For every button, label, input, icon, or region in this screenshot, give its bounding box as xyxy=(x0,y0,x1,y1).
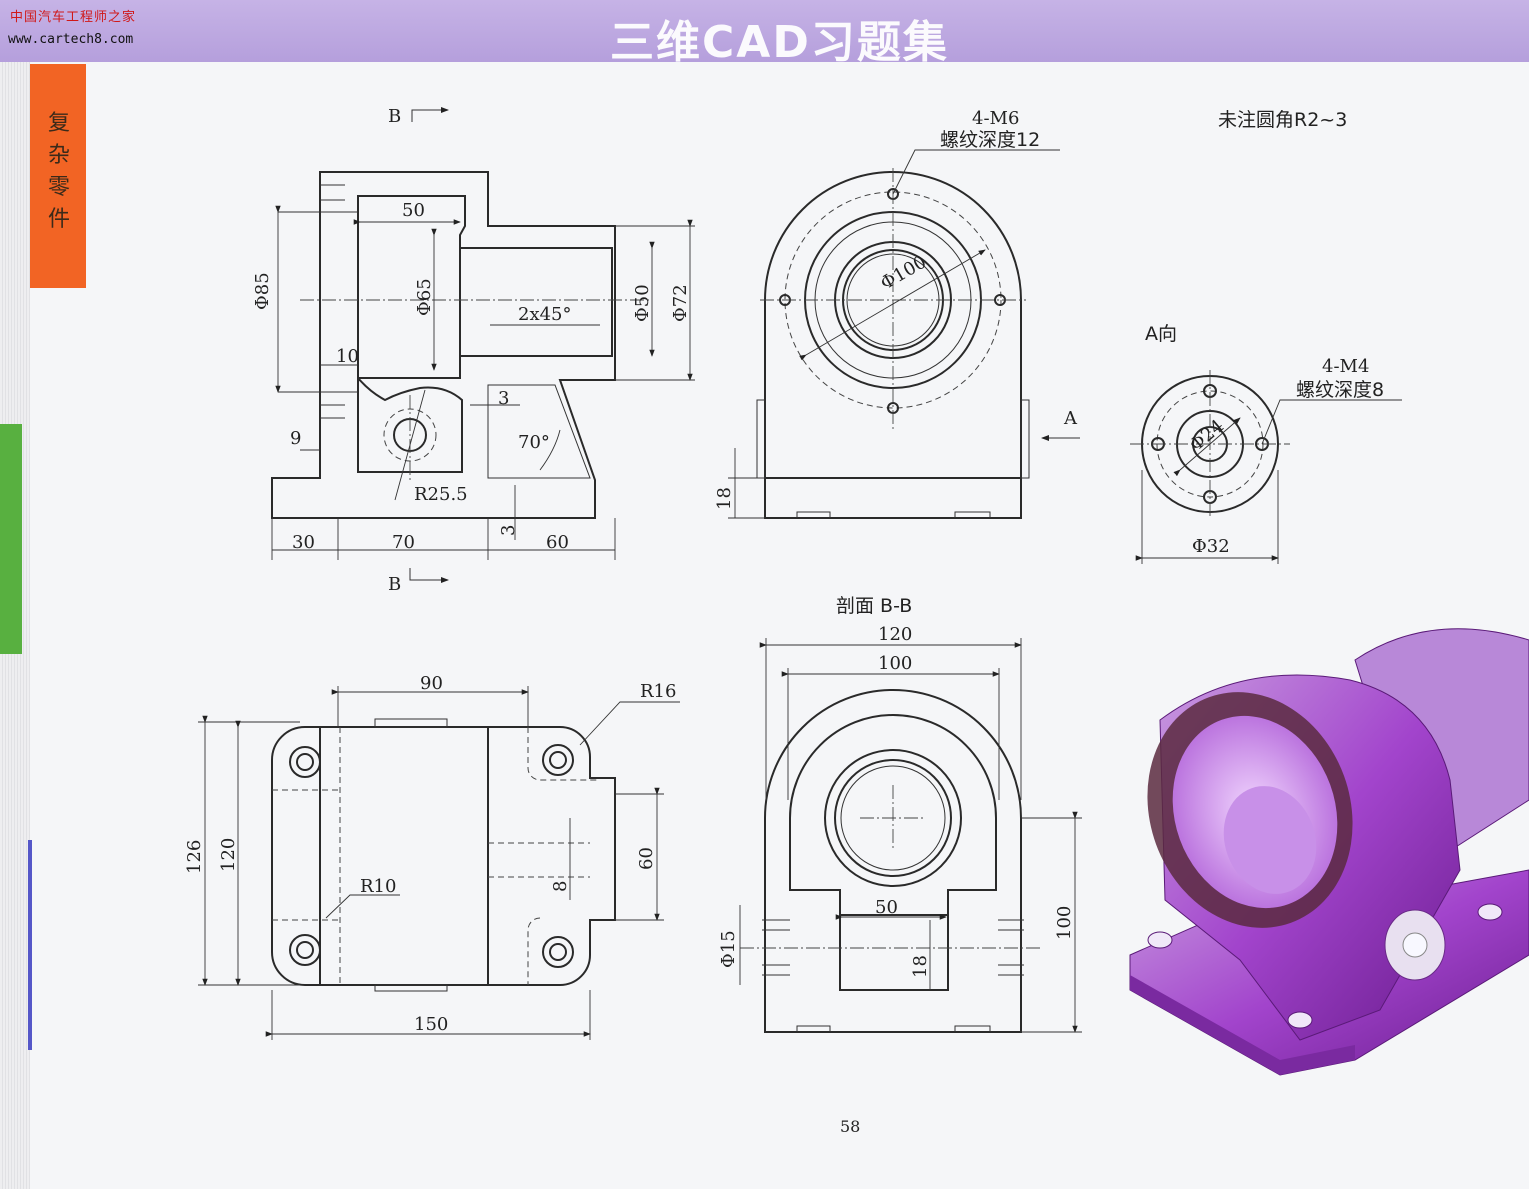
top-dim-60: 60 xyxy=(636,847,657,870)
section-dim-18: 18 xyxy=(910,955,931,978)
front-section-view: 50 Φ85 Φ65 Φ50 Φ72 2x45° 10 3 9 70° R25.… xyxy=(252,106,695,595)
front-dim-30: 30 xyxy=(292,532,315,553)
page-number: 58 xyxy=(840,1117,861,1136)
front-dim-10: 10 xyxy=(336,346,359,367)
watermark-site-name: 中国汽车工程师之家 xyxy=(10,10,137,25)
top-dim-150: 150 xyxy=(414,1014,448,1035)
side-arrow-label: A xyxy=(1063,408,1078,429)
book-title: 三维CAD习题集 xyxy=(610,17,949,68)
section-bb-title: 剖面 B-B xyxy=(836,595,912,617)
view-a-thread-depth: 螺纹深度8 xyxy=(1296,379,1384,401)
page-edge-marker-green xyxy=(0,424,22,654)
front-dim-d50: Φ50 xyxy=(632,284,653,322)
front-dim-chamfer: 2x45° xyxy=(518,304,572,325)
front-dim-3: 3 xyxy=(498,388,509,409)
view-a-title: A向 xyxy=(1145,323,1177,345)
side-dim-d100: Φ100 xyxy=(877,252,930,295)
chapter-tab-label: 复杂零件 xyxy=(48,111,71,232)
top-dim-r16: R16 xyxy=(640,681,676,702)
page-edge-marker-blue xyxy=(28,840,32,1050)
top-dim-120: 120 xyxy=(218,838,239,872)
front-dim-d72: Φ72 xyxy=(670,284,691,322)
top-view: 90 R16 126 120 R10 150 60 8 xyxy=(184,673,680,1040)
top-dim-126: 126 xyxy=(184,840,205,874)
section-mark-bottom: B xyxy=(388,574,401,595)
section-dim-d15: Φ15 xyxy=(718,930,739,968)
watermark-url: www.cartech8.com xyxy=(8,32,134,47)
front-dim-r25: R25.5 xyxy=(414,484,468,505)
front-dim-50: 50 xyxy=(402,200,425,221)
side-view: Φ100 4-M6 螺纹深度12 18 A xyxy=(714,108,1080,519)
view-a-thread-callout: 4-M4 xyxy=(1322,356,1369,377)
front-dim-d85: Φ85 xyxy=(252,272,273,310)
side-thread-depth: 螺纹深度12 xyxy=(940,129,1040,151)
front-dim-9: 9 xyxy=(290,428,301,449)
side-dim-18: 18 xyxy=(714,487,735,510)
top-dim-r10: R10 xyxy=(360,876,396,897)
front-dim-70: 70 xyxy=(392,532,415,553)
section-dim-100: 100 xyxy=(878,653,912,674)
top-dim-90: 90 xyxy=(420,673,443,694)
top-dim-8: 8 xyxy=(550,881,571,892)
header-band xyxy=(0,0,1529,62)
isometric-3d-render xyxy=(1129,628,1529,1076)
view-a: A向 Φ24 4-M4 螺纹深度8 Φ32 xyxy=(1130,323,1402,564)
view-a-dim-d24: Φ24 xyxy=(1186,416,1228,456)
front-dim-h3: 3 xyxy=(498,525,519,536)
front-dim-angle: 70° xyxy=(518,432,550,453)
section-mark-top: B xyxy=(388,106,401,127)
fillet-note: 未注圆角R2~3 xyxy=(1218,109,1347,131)
section-dim-120: 120 xyxy=(878,624,912,645)
chapter-tab xyxy=(30,64,86,288)
section-dim-50: 50 xyxy=(875,897,898,918)
section-dim-100-vertical: 100 xyxy=(1054,906,1075,940)
side-thread-callout: 4-M6 xyxy=(972,108,1019,129)
front-dim-d65: Φ65 xyxy=(414,278,435,316)
section-bb-view: 剖面 B-B 120 100 50 Φ15 1 xyxy=(718,595,1082,1033)
front-dim-60: 60 xyxy=(546,532,569,553)
view-a-dim-d32: Φ32 xyxy=(1192,536,1230,557)
